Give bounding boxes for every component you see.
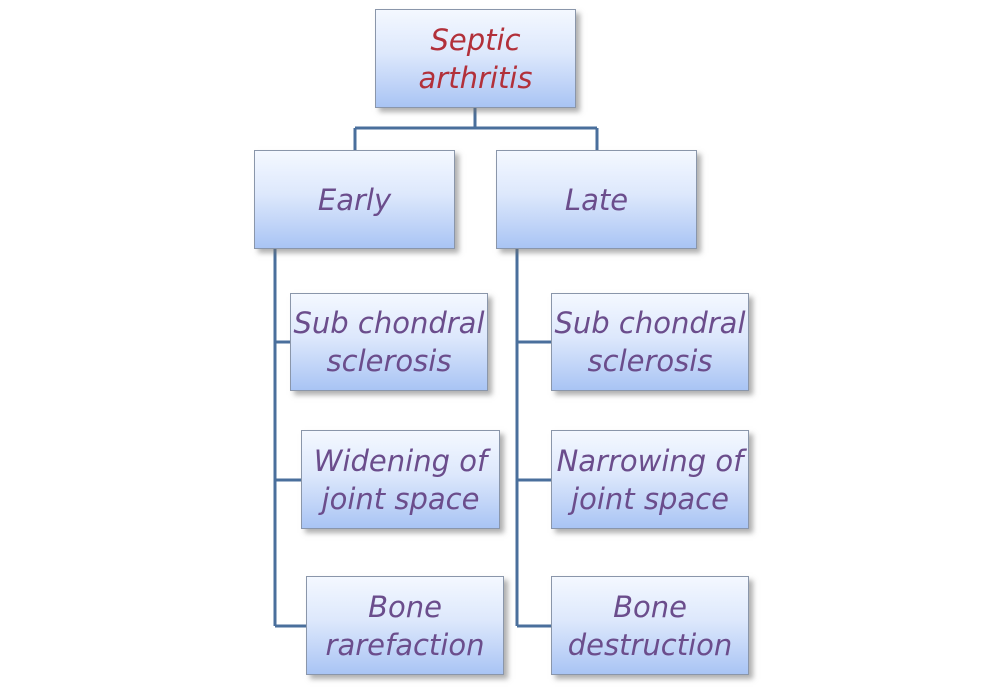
late-item-3-line-2: destruction xyxy=(567,627,733,662)
early-item-3-line-2: rarefaction xyxy=(325,627,485,662)
category-node-early: Early xyxy=(254,150,455,249)
early-item-2-line-1: Widening of xyxy=(313,443,488,478)
late-item-2-line-2: joint space xyxy=(571,481,729,516)
root-node-line-2: arthritis xyxy=(418,60,533,95)
early-item-widening-joint-space: Widening of joint space xyxy=(301,430,500,529)
root-to-categories-connector xyxy=(353,108,599,150)
early-branch-connector xyxy=(273,249,306,628)
late-item-subchondral-sclerosis: Sub chondral sclerosis xyxy=(551,293,749,391)
late-item-1-line-1: Sub chondral xyxy=(554,306,746,340)
early-item-subchondral-sclerosis: Sub chondral sclerosis xyxy=(290,293,488,391)
early-item-1-line-1: Sub chondral xyxy=(293,306,485,340)
late-item-bone-destruction: Bone destruction xyxy=(551,576,749,675)
early-item-bone-rarefaction: Bone rarefaction xyxy=(306,576,504,675)
category-node-late: Late xyxy=(496,150,697,249)
category-node-late-label: Late xyxy=(564,182,629,217)
early-item-1-line-2: sclerosis xyxy=(326,344,452,378)
early-item-3-line-1: Bone xyxy=(368,589,442,624)
root-node: Septic arthritis xyxy=(375,9,576,108)
root-node-line-1: Septic xyxy=(430,22,521,57)
late-item-1-line-2: sclerosis xyxy=(587,344,713,378)
late-item-3-line-1: Bone xyxy=(613,589,687,624)
late-item-2-line-1: Narrowing of xyxy=(556,443,744,478)
category-node-early-label: Early xyxy=(317,182,392,217)
late-branch-connector xyxy=(515,249,551,628)
early-item-2-line-2: joint space xyxy=(321,481,480,516)
late-item-narrowing-joint-space: Narrowing of joint space xyxy=(551,430,749,529)
